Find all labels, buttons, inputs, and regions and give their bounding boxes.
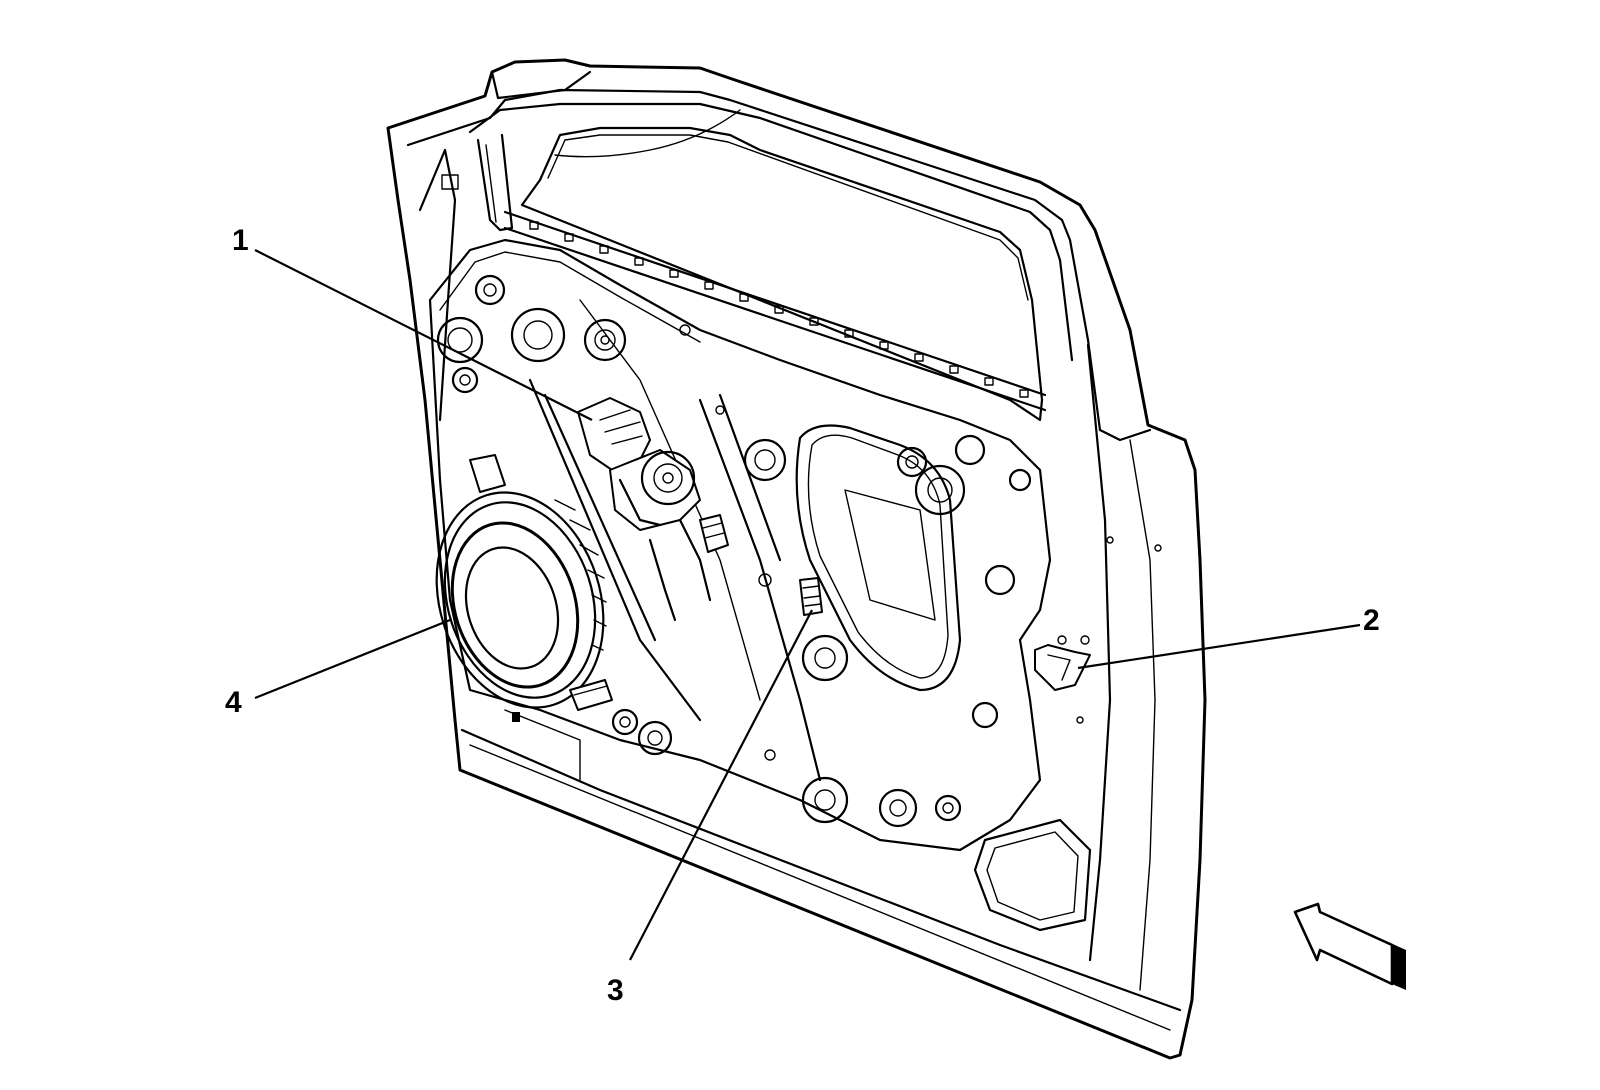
fastener-holes xyxy=(436,274,1162,828)
belt-clips xyxy=(529,221,1029,398)
callout-3: 3 xyxy=(607,974,624,1007)
inner-panel xyxy=(428,238,1092,932)
leader-line-3 xyxy=(629,609,813,961)
door-shell xyxy=(386,58,1207,1060)
door-speaker xyxy=(435,454,613,711)
leader-line-2 xyxy=(1077,623,1361,670)
access-opening xyxy=(795,424,962,692)
callout-1: 1 xyxy=(232,224,249,257)
view-direction-arrow-icon xyxy=(1293,902,1406,990)
leader-lines xyxy=(254,249,1361,961)
leader-line-4 xyxy=(254,618,451,700)
leader-line-1 xyxy=(254,249,593,421)
callout-2: 2 xyxy=(1363,604,1380,637)
callout-4: 4 xyxy=(225,686,242,719)
door-latch-bracket xyxy=(1034,644,1091,691)
window-regulator-motor xyxy=(577,397,729,622)
electrical-connector xyxy=(799,577,823,616)
